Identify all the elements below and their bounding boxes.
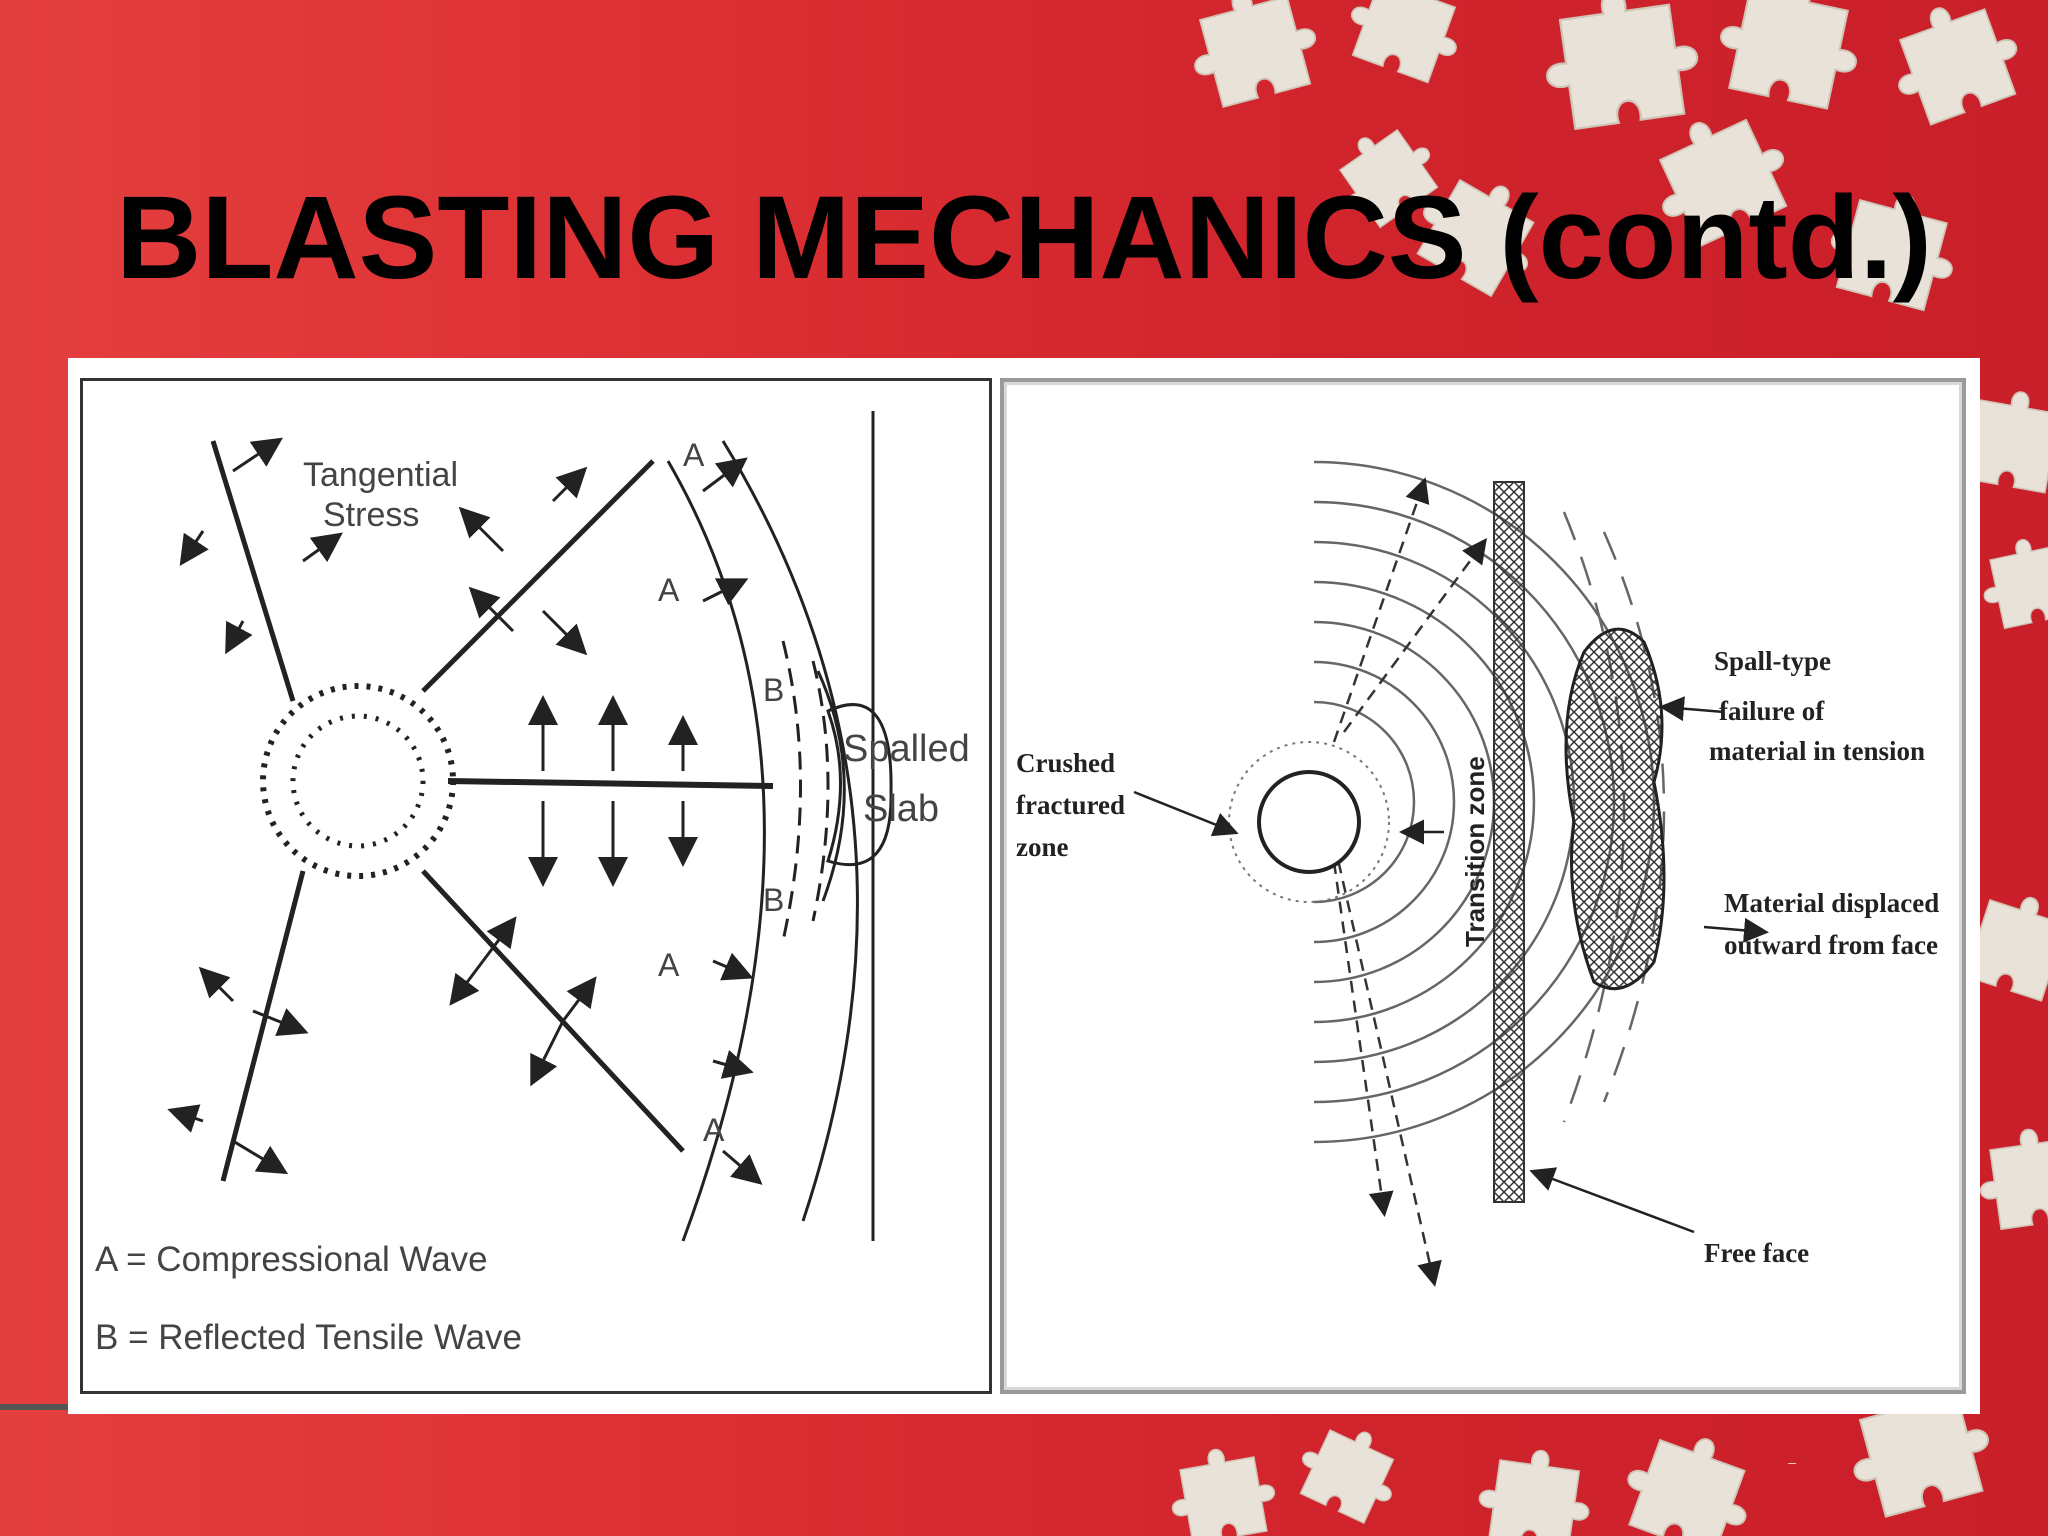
spalled-label-line2: Slab [863,788,939,830]
tangential-label-line1: Tangential [303,456,458,494]
displaced-label-line2: outward from face [1724,930,1938,960]
spall-label-line1: Spall-type [1714,646,1831,676]
displaced-label-line1: Material displaced [1724,888,1939,918]
wave-label-a-2: A [658,572,680,608]
spall-label-line2: failure of [1719,696,1825,726]
spalled-label-line1: Spalled [843,728,970,770]
wave-label-b-2: B [763,882,784,918]
left-diagram-svg: Tangential Stress A A B B A A Spalled Sl… [95,411,970,1357]
right-diagram-svg: Crushed fractured zone Transition zone S… [1016,460,1939,1287]
wave-label-a-4: A [703,1112,725,1148]
crushed-label-line1: Crushed [1016,748,1115,778]
free-face-label: Free face [1704,1238,1809,1268]
transition-zone-band [1493,481,1525,1203]
legend-b: B = Reflected Tensile Wave [95,1318,522,1357]
left-accent-bar [0,1404,68,1410]
crushed-label-line2: fractured [1016,790,1125,820]
legend-a: A = Compressional Wave [95,1240,488,1279]
right-diagram-panel: Crushed fractured zone Transition zone S… [1000,378,1966,1394]
blast-hole [1257,770,1361,874]
page-number: – [1788,1454,1796,1470]
spalled-slab [826,703,893,867]
spall-label-line3: material in tension [1709,736,1925,766]
compressional-wave-front [666,460,766,1242]
transition-zone-label: Transition zone [1460,756,1490,947]
figure-container: Tangential Stress A A B B A A Spalled Sl… [68,358,1980,1414]
left-diagram-panel: Tangential Stress A A B B A A Spalled Sl… [80,378,992,1394]
spall-material [1564,627,1666,991]
wave-label-b-1: B [763,672,784,708]
crushed-label-line3: zone [1016,832,1069,862]
slide-title: BLASTING MECHANICS (contd.) [116,172,1932,304]
wave-label-a-3: A [658,947,680,983]
wave-label-a-1: A [683,437,705,473]
tangential-label-line2: Stress [323,496,419,534]
